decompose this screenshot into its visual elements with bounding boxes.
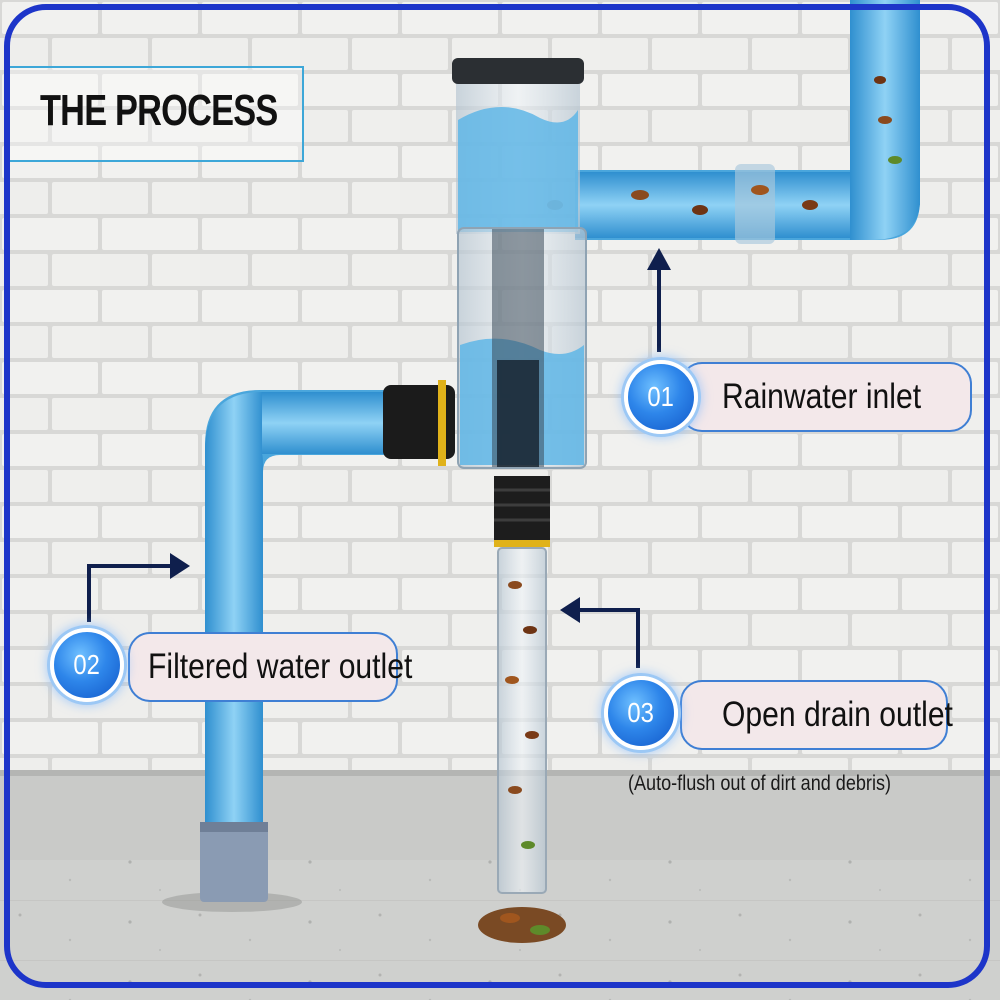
drain-pipe: [478, 476, 566, 943]
badge-01: 01: [624, 360, 698, 434]
arrow-icon: [87, 564, 172, 622]
callout-rainwater-inlet: Rainwater inlet: [680, 362, 972, 432]
numbered-circle-icon: 02: [73, 649, 101, 680]
arrow-icon: [647, 248, 671, 270]
callout-label: Filtered water outlet: [148, 647, 413, 686]
callout-label: Rainwater inlet: [722, 377, 922, 416]
numbered-circle-icon: 03: [627, 697, 655, 728]
numbered-circle-icon: 01: [647, 381, 675, 412]
arrow-icon: [578, 608, 640, 668]
callout-label: Open drain outlet: [722, 695, 953, 734]
diagram-title: THE PROCESS: [40, 86, 278, 135]
arrow-icon: [170, 553, 190, 579]
callout-filtered-water-outlet: Filtered water outlet: [128, 632, 412, 702]
badge-02: 02: [50, 628, 124, 702]
badge-03: 03: [604, 676, 678, 750]
callout-open-drain-outlet: Open drain outlet: [680, 680, 953, 750]
arrow-icon: [560, 597, 580, 623]
title-box: [8, 66, 304, 162]
inlet-pipe: [547, 0, 920, 244]
auto-flush-note: (Auto-flush out of dirt and debris): [628, 772, 892, 795]
filter-housing: [452, 58, 587, 469]
